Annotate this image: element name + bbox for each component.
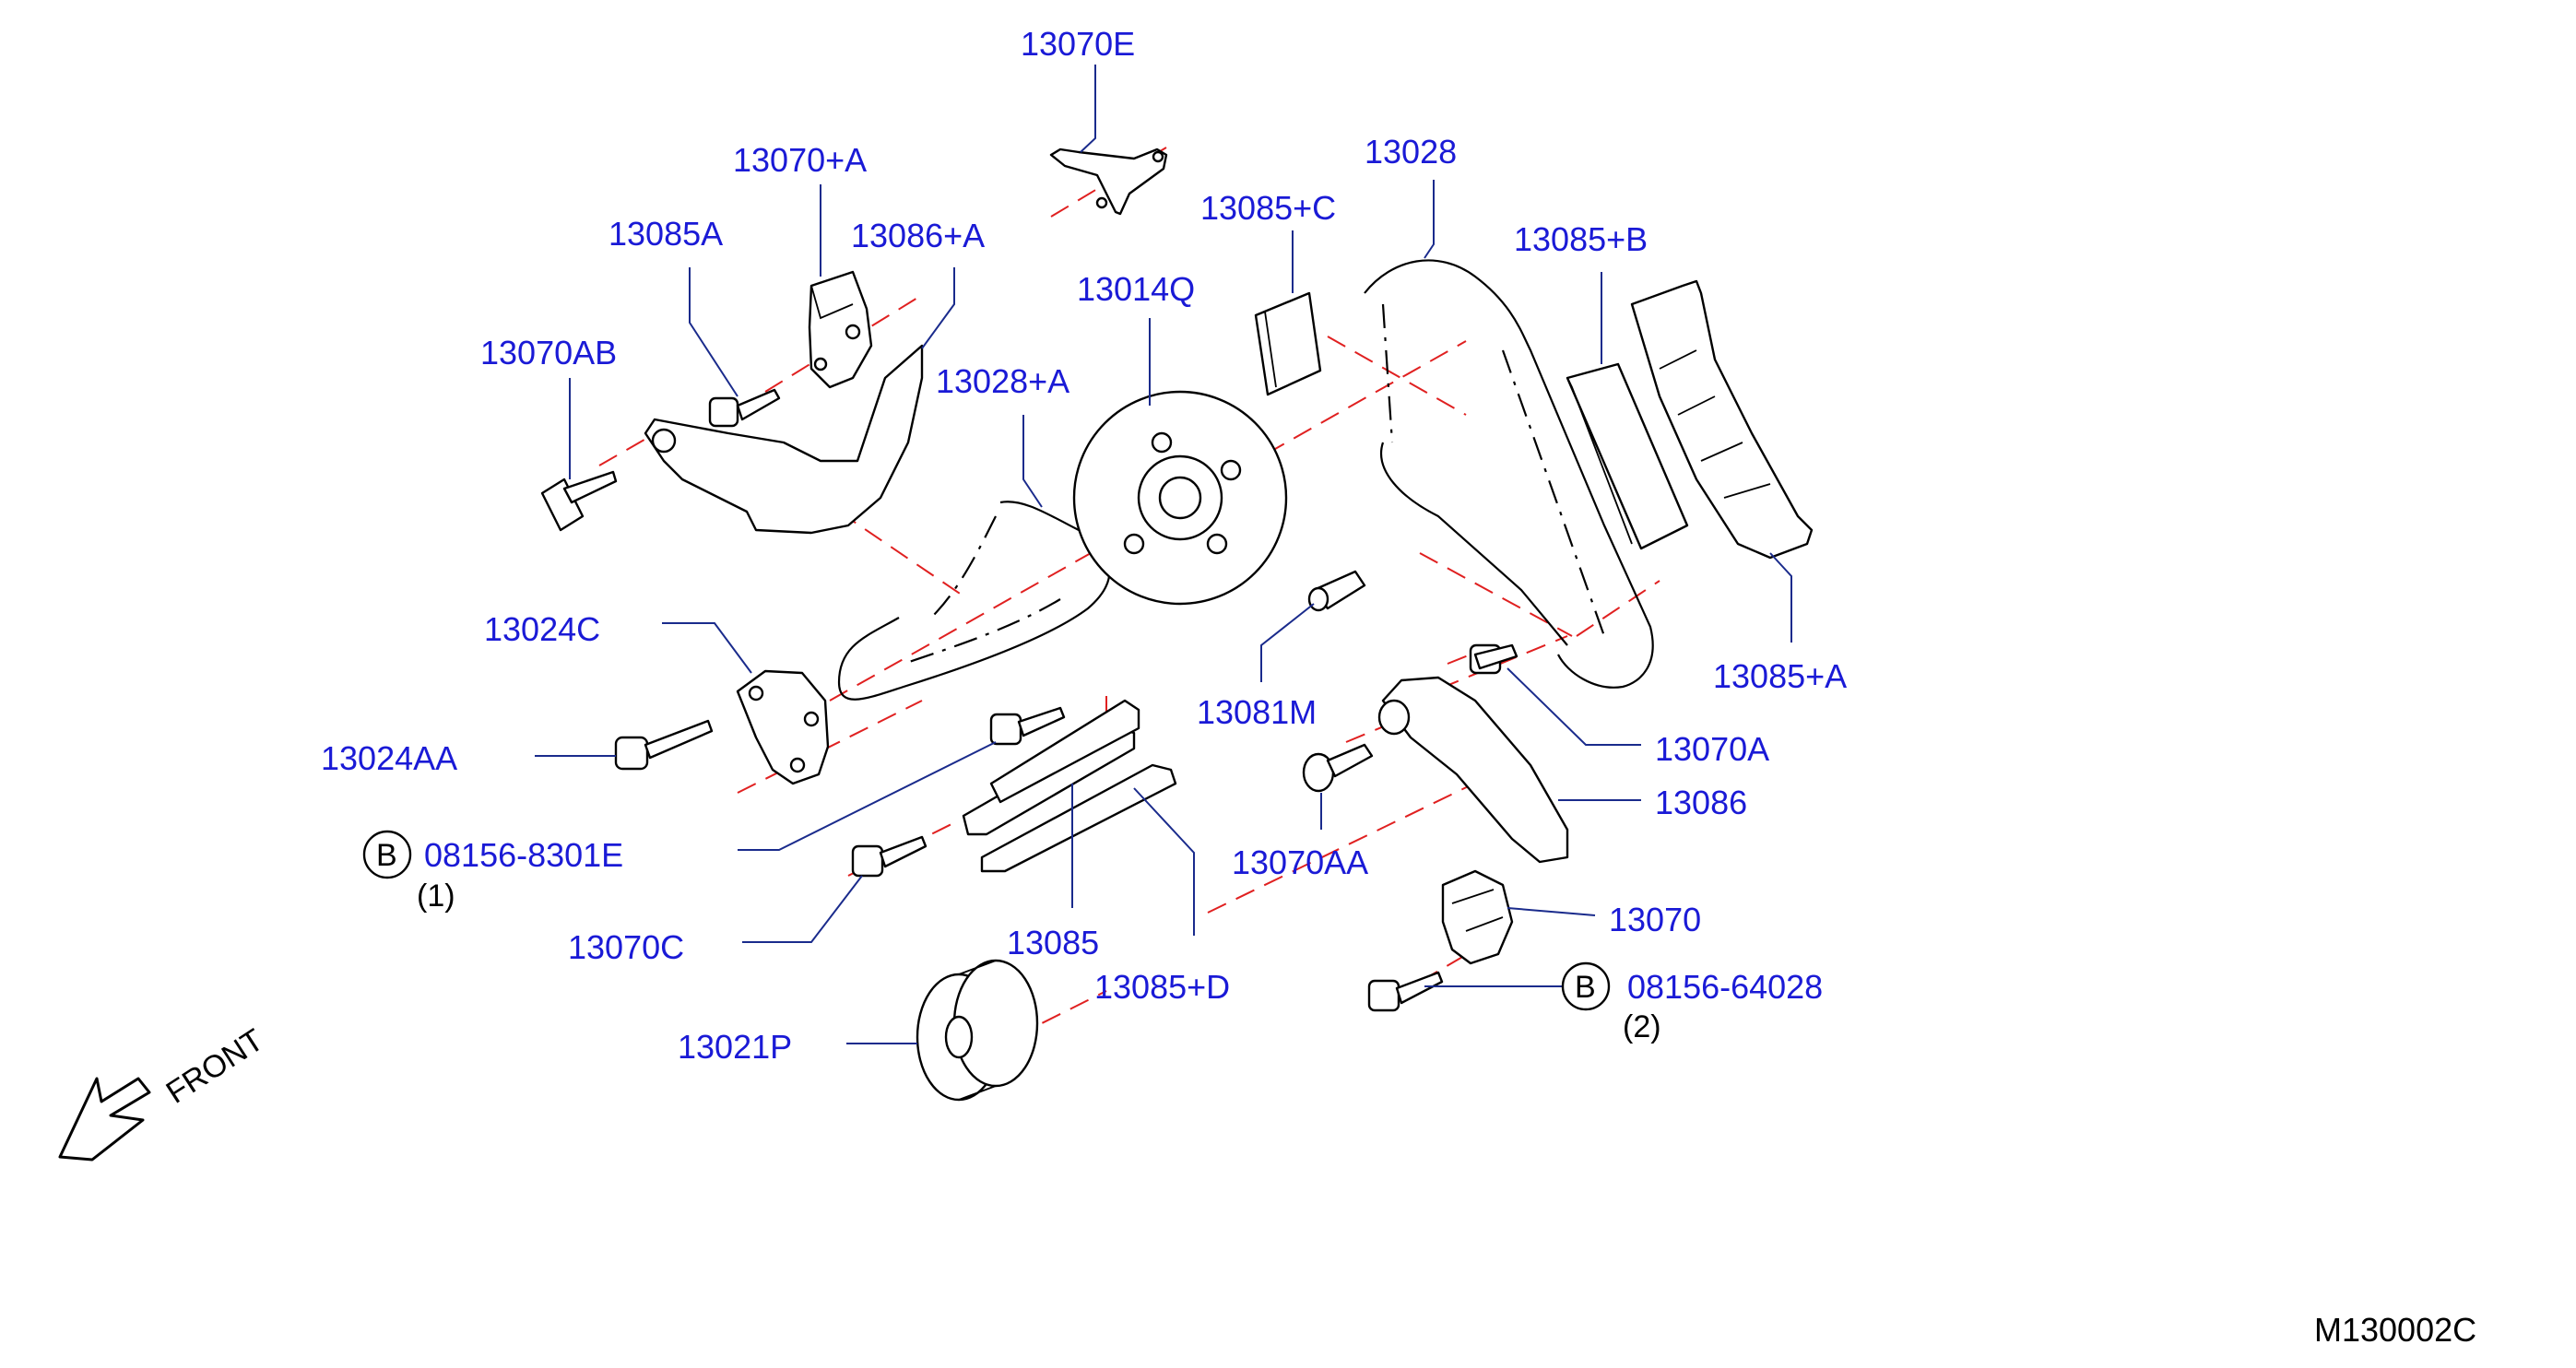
part-13021P-sprocket: [916, 959, 1039, 1102]
front-arrow-icon: [58, 1077, 151, 1162]
part-13028-chain: [1364, 259, 1654, 689]
label-13024AA: 13024AA: [321, 739, 457, 777]
part-13070A-bolt: [1469, 643, 1518, 675]
part-08156-64028-bolt: [1367, 971, 1444, 1012]
front-indicator: FRONT: [58, 1022, 270, 1162]
label-13024C: 13024C: [484, 610, 600, 648]
bolt-b-letter: B: [1575, 970, 1596, 1005]
front-label: FRONT: [160, 1022, 270, 1111]
part-13070-tensioner: [1441, 869, 1514, 965]
part-13070AB-bolt: [540, 470, 618, 532]
part-13024AA-bolt: [614, 719, 714, 771]
label-13070AA: 13070AA: [1232, 843, 1368, 881]
part-13085A-bolt: [708, 388, 781, 428]
label-13028A-plus: 13028+A: [936, 362, 1069, 400]
part-13086-guide: [1377, 676, 1569, 864]
label-13070A-plus: 13070+A: [733, 141, 867, 179]
part-13028A-plus-chain: [837, 501, 1111, 701]
part-13070E-bracket: [1049, 147, 1168, 216]
label-13085A: 13085A: [609, 215, 723, 253]
part-13070A-plus-tensioner: [808, 270, 873, 389]
label-13028: 13028: [1365, 133, 1457, 171]
part-13085D-plus-slider: [980, 763, 1177, 873]
bolt-quantity: (2): [1623, 1009, 1661, 1044]
bolt-b-circle: [362, 830, 412, 879]
label-13085A-plus: 13085+A: [1713, 657, 1847, 695]
part-08156-8301E-bolt: [989, 706, 1066, 746]
label-13070A: 13070A: [1655, 730, 1769, 768]
label-13070AB: 13070AB: [480, 334, 617, 371]
centerlines: [598, 147, 1660, 1038]
label-13085C-plus: 13085+C: [1200, 189, 1336, 227]
label-13086A-plus: 13086+A: [851, 217, 985, 254]
label-08156-64028: 08156-64028: [1627, 968, 1823, 1006]
part-13085C-plus-slider: [1254, 291, 1322, 396]
label-13085: 13085: [1007, 924, 1099, 961]
part-13070AA-bolt: [1302, 743, 1374, 793]
bolt-b-letter: B: [376, 838, 397, 873]
part-13086A-plus-guide: [644, 344, 924, 535]
part-13014Q-sprocket: [1072, 390, 1288, 606]
bolt-reference-1: B (1): [362, 830, 455, 914]
label-13021P: 13021P: [678, 1028, 792, 1066]
part-13085-slider: [962, 699, 1140, 836]
part-13081M-pin: [1307, 570, 1366, 612]
label-13085B-plus: 13085+B: [1514, 220, 1648, 258]
bolt-b-circle: [1561, 961, 1611, 1011]
label-13070E: 13070E: [1021, 25, 1135, 63]
leader-lines: [535, 65, 1792, 1044]
part-13085B-plus-slider: [1566, 362, 1689, 550]
label-13085D-plus: 13085+D: [1094, 968, 1230, 1006]
label-13014Q: 13014Q: [1077, 270, 1195, 308]
label-08156-8301E: 08156-8301E: [424, 836, 623, 874]
label-13070C: 13070C: [568, 928, 684, 966]
label-13086: 13086: [1655, 784, 1747, 821]
part-13024C-gasket: [736, 669, 830, 785]
callout-labels: 13070E 13070+A 13085A 13086+A 13070AB 13…: [321, 25, 1847, 1066]
bolt-quantity: (1): [417, 879, 455, 914]
part-13070C-bolt: [851, 835, 928, 878]
label-13081M: 13081M: [1197, 693, 1317, 731]
part-13085A-plus-guide: [1630, 279, 1814, 560]
bolt-reference-2: B (2): [1561, 961, 1661, 1044]
label-13070: 13070: [1609, 901, 1701, 938]
diagram-code: M130002C: [2314, 1311, 2476, 1349]
